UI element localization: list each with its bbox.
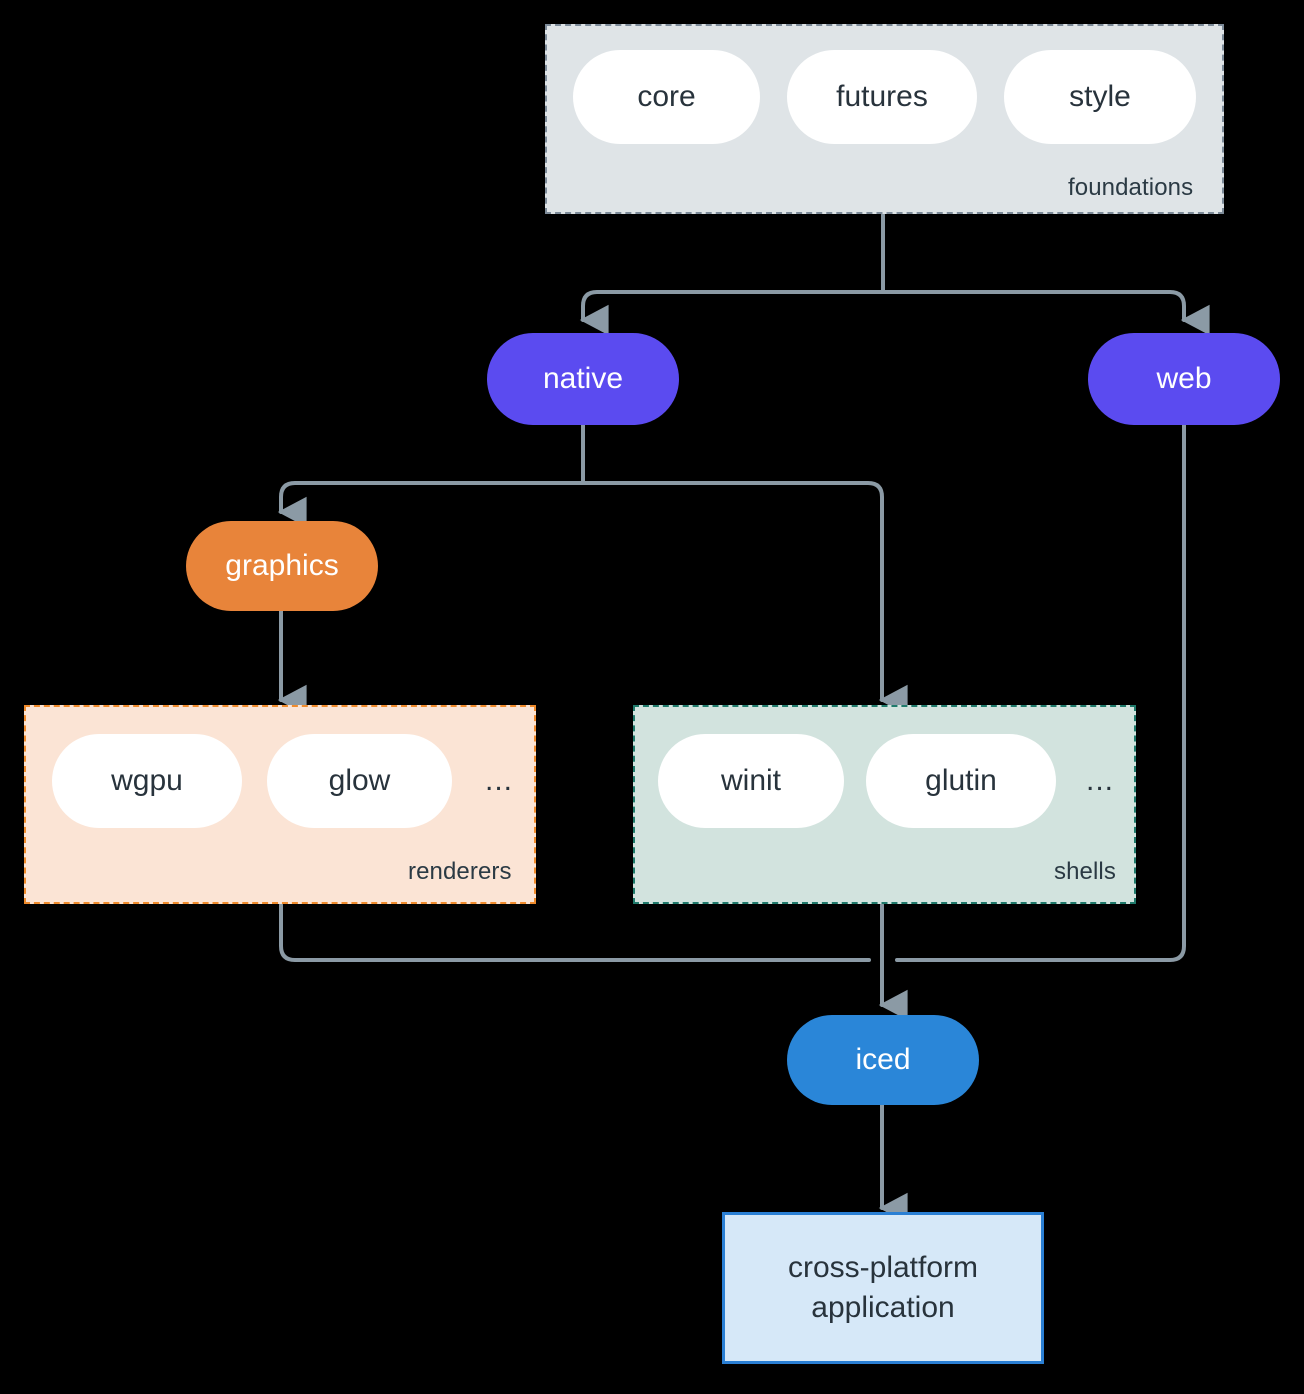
pill-winit[interactable]: winit	[658, 734, 844, 828]
group-foundations-items: core futures style	[573, 50, 1198, 144]
node-graphics[interactable]: graphics	[186, 521, 378, 611]
pill-futures[interactable]: futures	[787, 50, 977, 144]
group-shells-items: winit glutin ...	[658, 734, 1124, 828]
pill-glow[interactable]: glow	[267, 734, 452, 828]
node-native-label: native	[542, 362, 624, 395]
node-graphics-label: graphics	[225, 549, 339, 582]
node-web[interactable]: web	[1088, 333, 1280, 425]
shells-overflow-ellipsis: ...	[1085, 764, 1114, 797]
edge-foundations-native	[579, 290, 885, 336]
node-native[interactable]: native	[487, 333, 679, 425]
edge-foundations-web	[881, 290, 1210, 336]
edge-native-shells	[581, 481, 908, 716]
node-web-label: web	[1156, 362, 1212, 395]
node-application-line1: cross-platform	[787, 1251, 979, 1285]
pill-core-label: core	[637, 80, 696, 113]
edge-renderers-iced	[279, 903, 871, 962]
pill-glow-label: glow	[328, 764, 391, 797]
group-shells-label: shells	[1054, 858, 1116, 885]
pill-glutin[interactable]: glutin	[866, 734, 1056, 828]
renderers-overflow-ellipsis: ...	[484, 764, 513, 797]
pill-glutin-label: glutin	[925, 764, 997, 797]
node-iced-label: iced	[855, 1043, 911, 1076]
edge-native-graphics	[277, 481, 585, 528]
group-foundations-label: foundations	[1068, 174, 1194, 201]
pill-wgpu[interactable]: wgpu	[52, 734, 242, 828]
node-iced[interactable]: iced	[787, 1015, 979, 1105]
node-application-line2: application	[811, 1291, 955, 1324]
group-renderers-items: wgpu glow ...	[52, 734, 522, 828]
pill-wgpu-label: wgpu	[111, 764, 183, 797]
pill-futures-label: futures	[836, 80, 928, 113]
pill-style-label: style	[1069, 80, 1131, 113]
pill-winit-label: winit	[720, 764, 781, 797]
pill-style[interactable]: style	[1004, 50, 1196, 144]
group-renderers-label: renderers	[408, 858, 512, 885]
node-application[interactable]: cross-platform application	[722, 1212, 1044, 1364]
pill-core[interactable]: core	[573, 50, 760, 144]
